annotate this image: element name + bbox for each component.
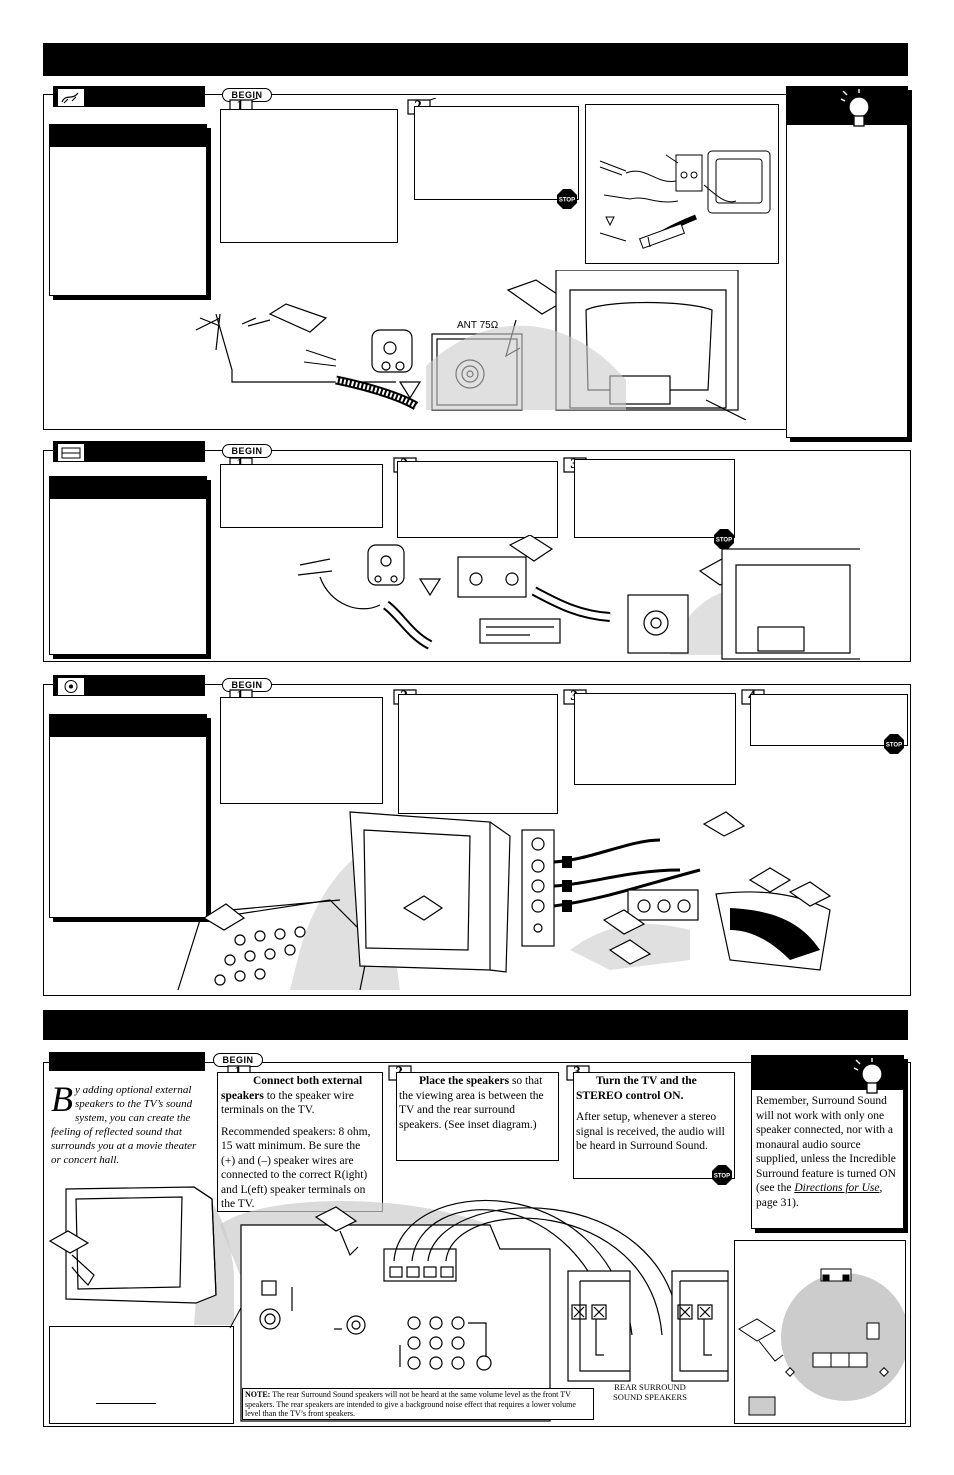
vcr-step-3-box — [574, 459, 735, 538]
lightbulb-icon — [853, 1058, 883, 1094]
drop-cap: B — [51, 1079, 73, 1119]
rear-surround-label: REAR SURROUND SOUND SPEAKERS — [613, 1382, 687, 1402]
step-3-para2: After setup, whenever a stereo signal is… — [576, 1111, 725, 1152]
vcr-step-2-box — [397, 461, 558, 538]
camcorder-step-4-box — [750, 694, 908, 746]
svg-text:STOP: STOP — [886, 743, 902, 749]
camcorder-illustration — [177, 811, 832, 991]
antenna-tip-box — [786, 86, 908, 438]
antenna-info-box — [49, 124, 207, 296]
stop-icon: STOP — [712, 1165, 732, 1185]
surround-tab — [49, 1052, 205, 1071]
surround-step-2-text: Place the speakers so that the viewing a… — [399, 1074, 554, 1139]
step-2-rest: so that the viewing area is between the … — [399, 1075, 544, 1131]
vcr-icon — [57, 443, 85, 462]
surround-tip-box — [751, 1055, 904, 1229]
surround-step-1-box — [217, 1072, 383, 1212]
header-band-top — [43, 43, 908, 76]
antenna-illustration: ANT 75Ω — [195, 270, 747, 420]
svg-text:STOP: STOP — [559, 198, 575, 204]
surround-intro-text: y adding optional external speakers to t… — [51, 1084, 197, 1166]
svg-text:STOP: STOP — [716, 538, 732, 544]
lightbulb-icon — [840, 89, 870, 127]
directions-link[interactable]: Directions for Use — [794, 1182, 880, 1194]
surround-callout-box — [49, 1326, 234, 1424]
stop-icon: STOP — [884, 734, 904, 754]
header-band-surround — [43, 1010, 908, 1040]
camcorder-info-box — [49, 714, 207, 918]
step-1-rest: to the speaker wire terminals on the TV. — [221, 1089, 354, 1117]
camcorder-step-2-box — [398, 694, 558, 814]
camcorder-icon — [57, 677, 85, 696]
vcr-tab — [53, 441, 205, 462]
camcorder-step-3-box — [574, 693, 736, 785]
stop-icon: STOP — [557, 189, 577, 209]
surround-tip-text: Remember, Surround Sound will not work w… — [756, 1095, 896, 1209]
surround-step-3-text: Turn the TV and the STEREO control ON. A… — [576, 1074, 728, 1161]
stop-icon: STOP — [714, 529, 734, 549]
surround-tv-illustration — [48, 1186, 234, 1325]
surround-note-text: NOTE: The rear Surround Sound speakers w… — [245, 1390, 576, 1418]
surround-step-2-box — [396, 1072, 559, 1161]
antenna-step-2-box — [414, 106, 579, 200]
surround-step-3-box — [573, 1072, 735, 1179]
vcr-step-1-box — [220, 464, 383, 528]
antenna-tab — [53, 86, 205, 107]
vcr-illustration — [297, 535, 860, 660]
surround-step-1-text: Connect both external speakers to the sp… — [221, 1074, 375, 1219]
rear-panel-illustration — [220, 1200, 729, 1422]
step-1-para2: Recommended speakers: 8 ohm, 15 watt min… — [221, 1125, 371, 1211]
room-inset-diagram — [734, 1240, 906, 1424]
ant-75-label: ANT 75Ω — [457, 320, 499, 331]
svg-text:STOP: STOP — [714, 1174, 730, 1180]
camcorder-step-1-box — [220, 697, 383, 804]
antenna-inset-diagram — [585, 104, 779, 264]
step-2-bold: Place the speakers — [419, 1075, 510, 1087]
vcr-info-box — [49, 476, 207, 655]
antenna-icon — [57, 88, 85, 107]
step-3-bold: Turn the TV and the STEREO control ON. — [576, 1075, 697, 1102]
callout-underline — [96, 1403, 156, 1404]
step-1-bold: Connect both external speakers — [221, 1075, 363, 1102]
antenna-step-1-box — [220, 109, 398, 243]
surround-intro: B y adding optional external speakers to… — [51, 1079, 203, 1167]
camcorder-tab — [53, 675, 205, 696]
surround-note-box — [242, 1388, 594, 1420]
